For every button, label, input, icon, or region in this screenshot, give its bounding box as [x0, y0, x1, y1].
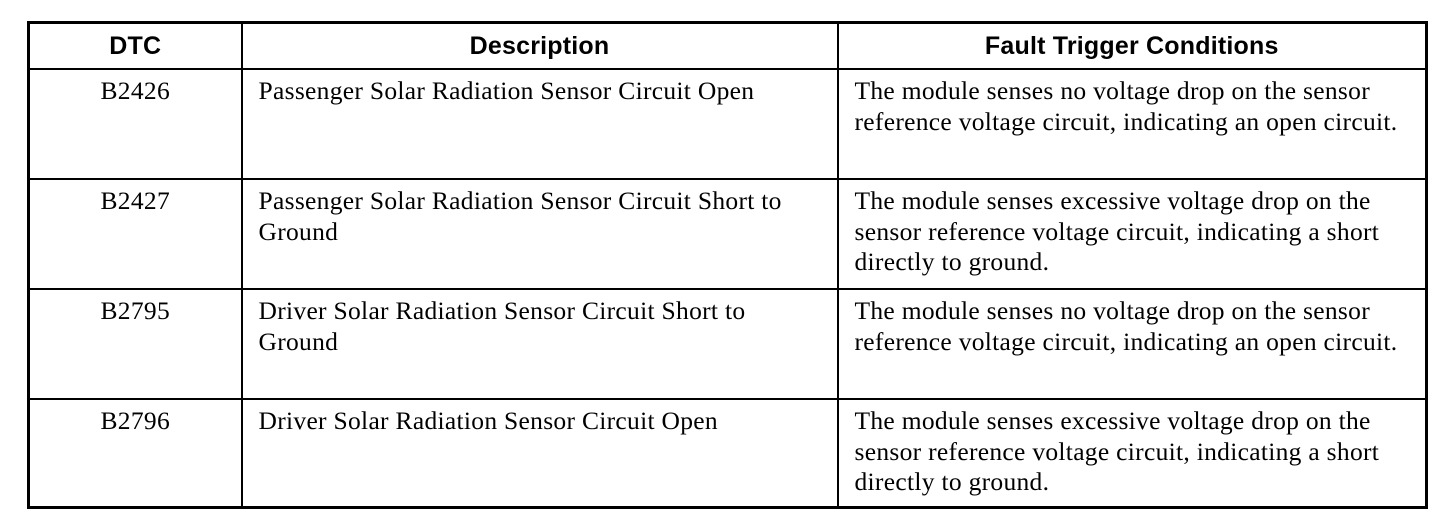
conditions-cell: The module senses excessive voltage drop…: [836, 178, 1428, 290]
conditions-cell: The module senses excessive voltage drop…: [836, 398, 1428, 509]
table-header: DTC Description Fault Trigger Conditions: [27, 21, 1428, 70]
conditions-cell: The module senses no voltage drop on the…: [836, 288, 1428, 400]
column-header-fault-trigger-conditions: Fault Trigger Conditions: [836, 21, 1428, 70]
dtc-cell: B2795: [27, 288, 243, 400]
dtc-cell: B2426: [27, 68, 243, 180]
dtc-cell: B2427: [27, 178, 243, 290]
conditions-cell: The module senses no voltage drop on the…: [836, 68, 1428, 180]
dtc-table-container: DTC Description Fault Trigger Conditions…: [27, 21, 1428, 509]
dtc-table: DTC Description Fault Trigger Conditions…: [27, 21, 1428, 509]
table-body: B2426 Passenger Solar Radiation Sensor C…: [27, 68, 1428, 509]
description-cell: Passenger Solar Radiation Sensor Circuit…: [240, 68, 839, 180]
dtc-cell: B2796: [27, 398, 243, 509]
header-row: DTC Description Fault Trigger Conditions: [27, 21, 1428, 70]
table-row: B2796 Driver Solar Radiation Sensor Circ…: [27, 398, 1428, 509]
table-row: B2426 Passenger Solar Radiation Sensor C…: [27, 68, 1428, 180]
description-cell: Driver Solar Radiation Sensor Circuit Op…: [240, 398, 839, 509]
table-row: B2795 Driver Solar Radiation Sensor Circ…: [27, 288, 1428, 400]
table-row: B2427 Passenger Solar Radiation Sensor C…: [27, 178, 1428, 290]
column-header-dtc: DTC: [27, 21, 243, 70]
column-header-description: Description: [240, 21, 839, 70]
description-cell: Driver Solar Radiation Sensor Circuit Sh…: [240, 288, 839, 400]
description-cell: Passenger Solar Radiation Sensor Circuit…: [240, 178, 839, 290]
